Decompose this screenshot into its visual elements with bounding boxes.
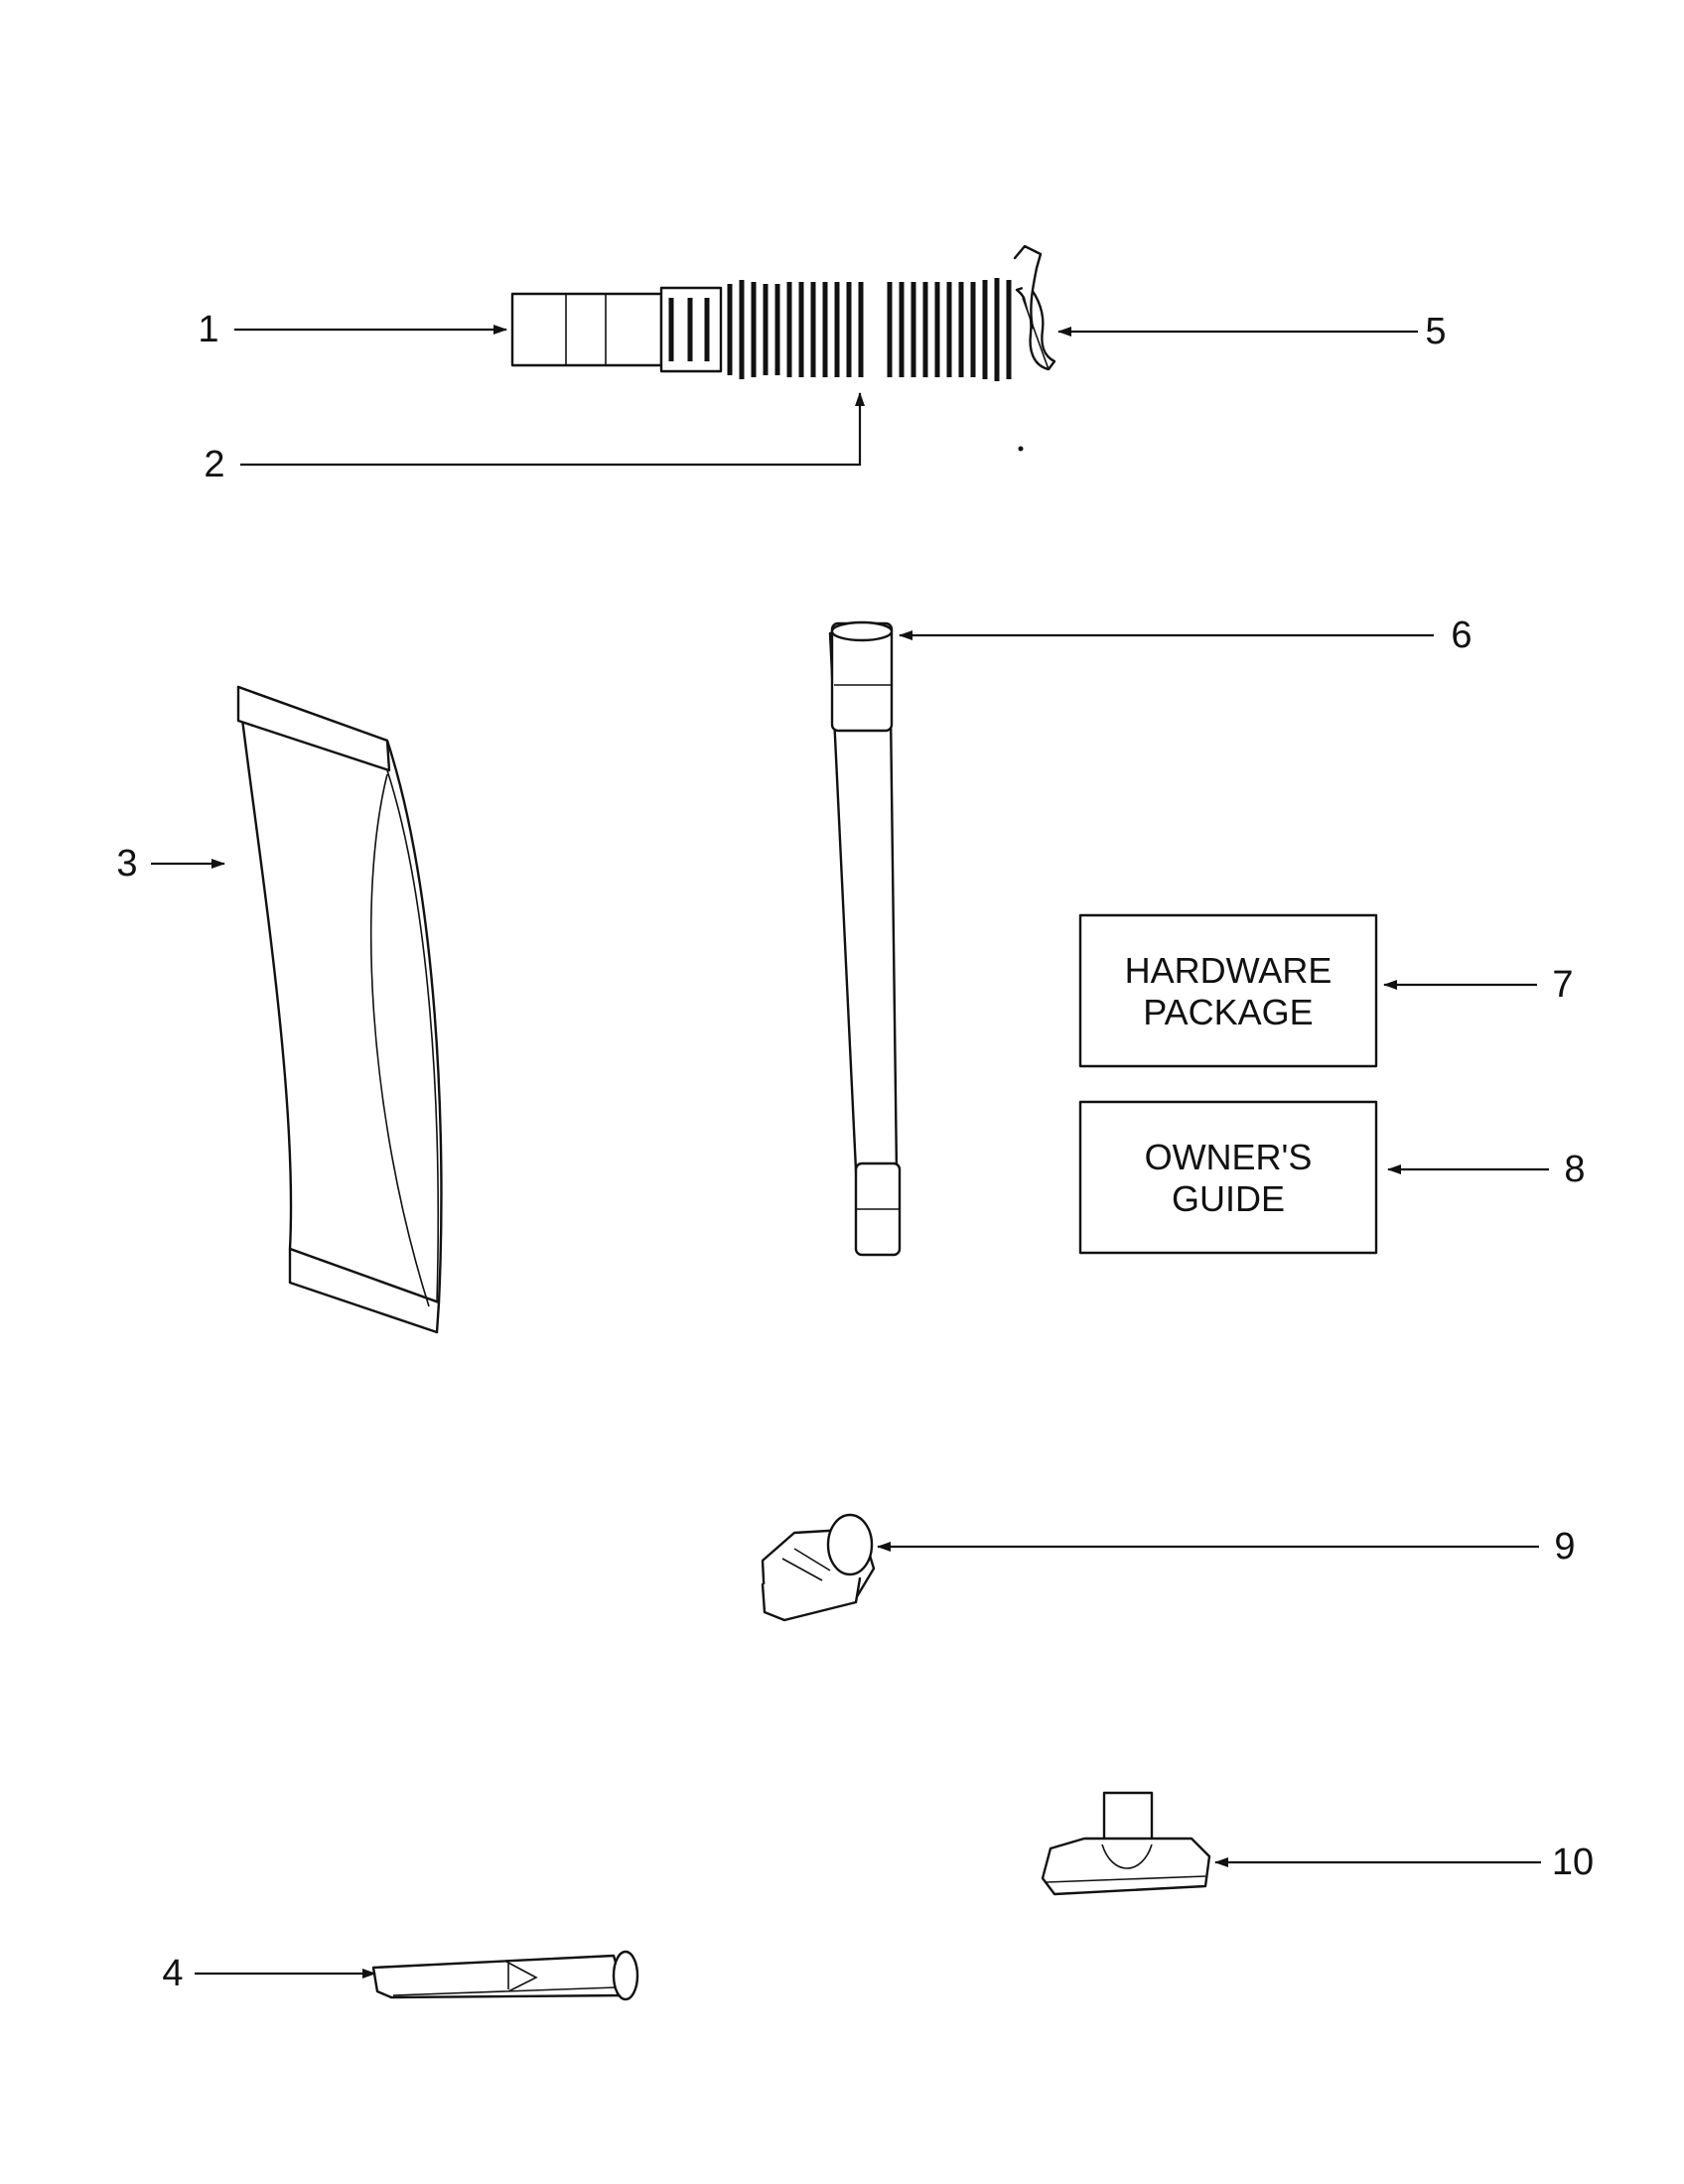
callout-6: 6 xyxy=(1451,614,1472,656)
callout-7: 7 xyxy=(1552,964,1573,1006)
hose-ribs-right xyxy=(887,278,1012,381)
callout-10: 10 xyxy=(1552,1842,1594,1883)
callout-8: 8 xyxy=(1564,1149,1585,1190)
callout-2: 2 xyxy=(204,444,224,485)
leader-2 xyxy=(240,392,865,467)
callout-numbers: 1 2 3 4 5 6 7 8 9 10 xyxy=(116,309,1594,1994)
callout-4: 4 xyxy=(162,1953,183,1994)
callout-9: 9 xyxy=(1554,1526,1575,1568)
hardware-package-box: HARDWARE PACKAGE xyxy=(1078,913,1378,1068)
callout-3: 3 xyxy=(116,843,137,885)
scan-speck xyxy=(1018,446,1024,452)
hardware-package-line1: HARDWARE xyxy=(1125,950,1333,991)
hardware-package-line2: PACKAGE xyxy=(1143,992,1313,1032)
extension-wand xyxy=(828,620,902,1257)
owners-guide-line1: OWNER'S xyxy=(1145,1137,1313,1177)
dust-bag xyxy=(236,685,443,1334)
leader-lines xyxy=(151,325,1549,1979)
owners-guide-line2: GUIDE xyxy=(1172,1178,1285,1219)
upholstery-tool xyxy=(1041,1791,1211,1896)
crevice-tool xyxy=(371,1950,639,2001)
dusting-brush xyxy=(761,1513,876,1622)
callout-5: 5 xyxy=(1425,311,1446,352)
callout-1: 1 xyxy=(198,309,218,350)
owners-guide-box: OWNER'S GUIDE xyxy=(1078,1100,1378,1255)
hose-ribs-left xyxy=(727,280,864,379)
hose-assembly xyxy=(510,244,1056,381)
